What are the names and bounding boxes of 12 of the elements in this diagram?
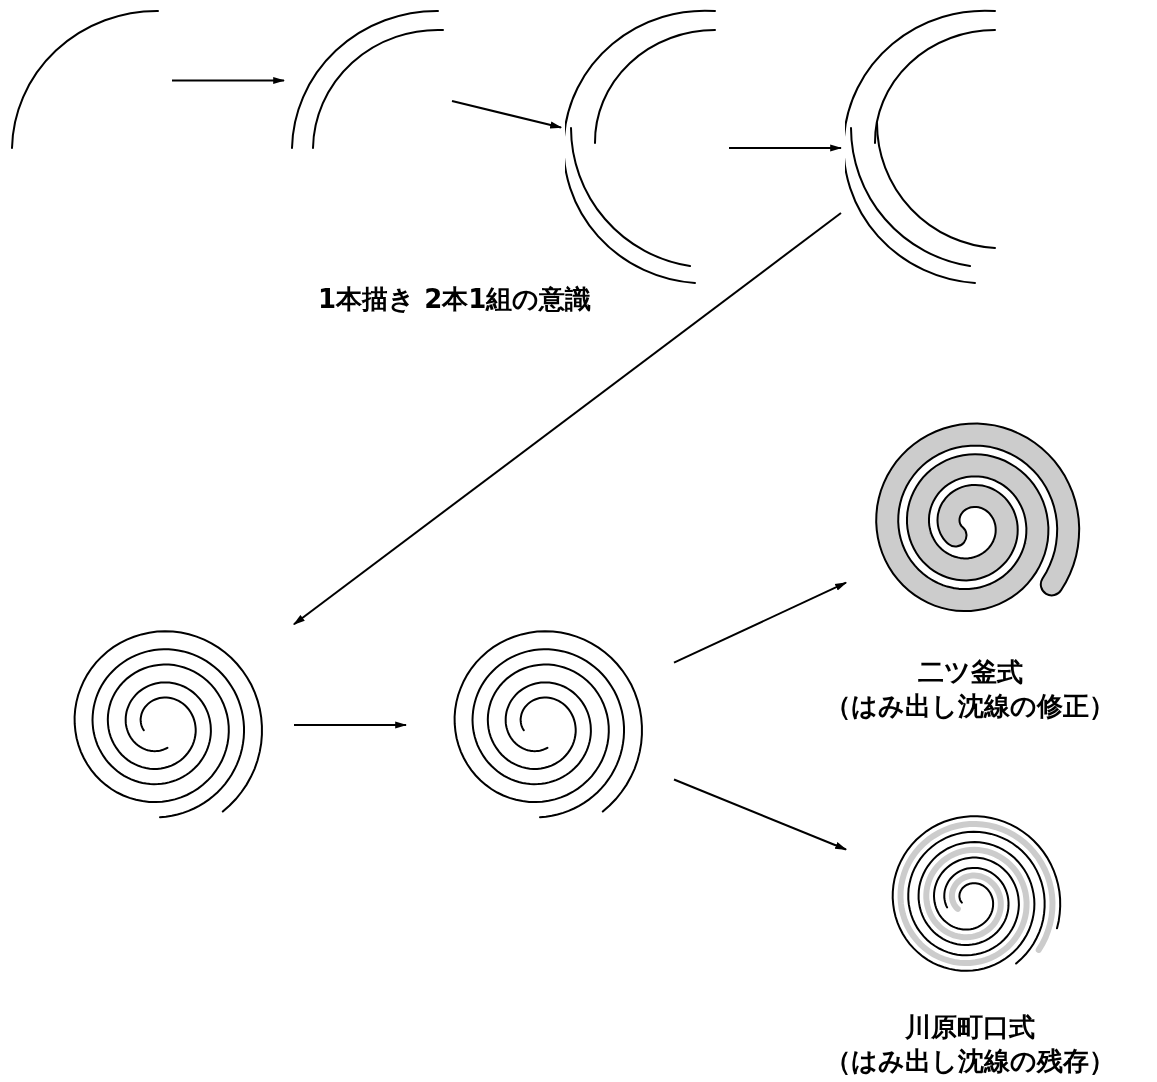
arrow [451, 100, 562, 130]
caption: 1本描き 2本1組の意識 [318, 283, 592, 316]
arrow [293, 721, 407, 729]
arrow [673, 778, 847, 851]
node-label: （はみ出し沈線の残存） [824, 1045, 1116, 1077]
arrow [728, 144, 842, 152]
arrow [293, 212, 842, 626]
node-label: 川原町口式 [904, 1011, 1036, 1043]
node-label: （はみ出し沈線の修正） [824, 690, 1116, 722]
node-label: 二ツ釜式 [916, 656, 1024, 688]
arrow [171, 76, 285, 85]
arrow [673, 581, 847, 664]
